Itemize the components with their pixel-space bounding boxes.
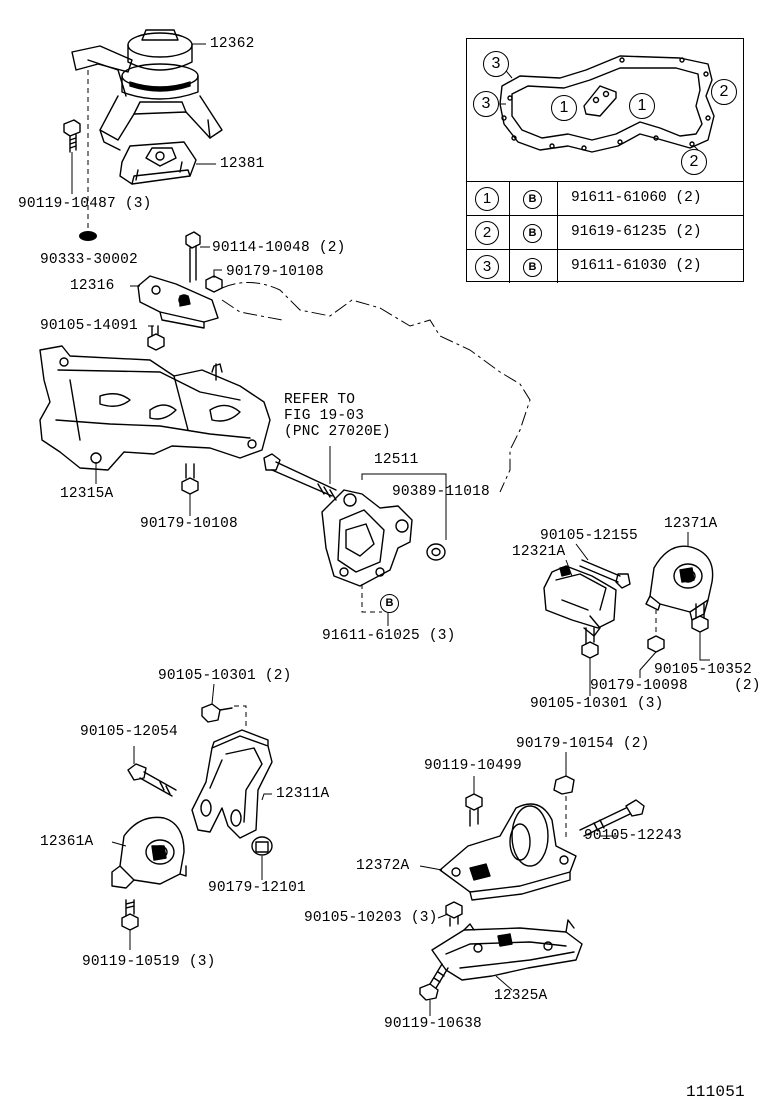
label-90105-14091: 90105-14091 [40, 318, 138, 334]
label-90105-12155: 90105-12155 [540, 528, 638, 544]
inset-marker-2-bottom: 2 [681, 149, 707, 175]
label-90105-10352-qty: (2) [734, 678, 760, 694]
inset-marker-3-left: 3 [473, 91, 499, 117]
bolt-90119-10638 [419, 963, 449, 1001]
label-90179-12101: 90179-12101 [208, 880, 306, 896]
label-12362: 12362 [210, 36, 255, 52]
bolt-90105-10301-left [201, 703, 233, 723]
plug-90333-30002 [79, 231, 97, 241]
nut-90179-10108-top [205, 275, 223, 293]
nut-90179-10098 [647, 635, 665, 653]
nut-90179-10154 [553, 775, 575, 795]
bolt-90119-10499 [465, 793, 483, 827]
bolt-90105-10301-right [581, 627, 599, 659]
engine-mount-12371A [645, 545, 714, 621]
diagram-id: 111051 [686, 1083, 745, 1101]
label-refer-pnc: (PNC 27020E) [284, 424, 391, 440]
legend-part-3: 91611-61030 (2) [571, 258, 702, 274]
engine-mount-12372A [439, 803, 577, 901]
label-90114-10048: 90114-10048 (2) [212, 240, 346, 256]
label-refer-to: REFER TO [284, 392, 356, 408]
label-12511: 12511 [374, 452, 419, 468]
label-90105-10301-right: 90105-10301 (3) [530, 696, 664, 712]
mount-bracket-12321A [543, 565, 617, 637]
bracket-12316 [137, 275, 219, 329]
label-90119-10499: 90119-10499 [424, 758, 522, 774]
mount-bracket-12381 [119, 141, 197, 185]
frame-bracket-12315A [39, 345, 271, 471]
inset-legend-box: 3 3 2 2 1 1 1 B 91611-61060 (2) 2 B 9161… [466, 38, 744, 283]
bolt-90105-12243 [579, 799, 645, 837]
label-90105-10352: 90105-10352 [654, 662, 752, 678]
label-12315A: 12315A [60, 486, 114, 502]
legend-ref-2: 2 [475, 221, 499, 245]
bolt-90105-10203 [445, 901, 463, 927]
inset-marker-1-left: 1 [551, 95, 577, 121]
legend-part-1: 91611-61060 (2) [571, 190, 702, 206]
label-90333-30002: 90333-30002 [40, 252, 138, 268]
nut-90179-10108-bottom [181, 463, 199, 495]
label-90105-12243: 90105-12243 [584, 828, 682, 844]
label-90179-10098: 90179-10098 [590, 678, 688, 694]
legend-part-2: 91619-61235 (2) [571, 224, 702, 240]
bolt-90105-10352 [691, 603, 709, 633]
label-12371A: 12371A [664, 516, 718, 532]
label-91611-61025: 91611-61025 (3) [322, 628, 456, 644]
legend-row-1: 1 B 91611-61060 (2) [467, 181, 743, 215]
leader-lines [71, 43, 710, 1016]
bolt-90105-12054 [127, 763, 177, 797]
inset-marker-1-right: 1 [629, 93, 655, 119]
mount-bracket-12511 [321, 489, 413, 587]
engine-mount-12361A [111, 816, 187, 889]
legend-ref-1: 1 [475, 187, 499, 211]
label-90105-12054: 90105-12054 [80, 724, 178, 740]
legend-bolt-symbol-1: B [523, 190, 542, 209]
label-12311A: 12311A [276, 786, 330, 802]
legend-bolt-symbol-2: B [523, 224, 542, 243]
nut-90179-12101 [251, 836, 273, 856]
inset-cover-plate [499, 55, 715, 153]
label-90119-10638: 90119-10638 [384, 1016, 482, 1032]
nut-90389-11018 [426, 543, 446, 561]
bracket-12325A [431, 919, 583, 981]
label-refer-fig: FIG 19-03 [284, 408, 365, 424]
engine-mount-12362 [71, 29, 223, 151]
legend-row-3: 3 B 91611-61030 (2) [467, 249, 743, 283]
inset-marker-3-top: 3 [483, 51, 509, 77]
label-12321A: 12321A [512, 544, 566, 560]
label-90119-10519: 90119-10519 (3) [82, 954, 216, 970]
bolt-90105-14091 [147, 325, 165, 351]
bracket-12311A [191, 729, 273, 839]
label-12372A: 12372A [356, 858, 410, 874]
bolt-90119-10519 [121, 899, 139, 931]
label-12361A: 12361A [40, 834, 94, 850]
label-12381: 12381 [220, 156, 265, 172]
bolt-90114-10048 [185, 231, 201, 283]
label-90105-10203: 90105-10203 (3) [304, 910, 438, 926]
bolt-90105-12155 [579, 559, 631, 589]
label-90119-10487: 90119-10487 (3) [18, 196, 152, 212]
legend-row-2: 2 B 91619-61235 (2) [467, 215, 743, 249]
label-12325A: 12325A [494, 988, 548, 1004]
label-90179-10108-top: 90179-10108 [226, 264, 324, 280]
legend-ref-3: 3 [475, 255, 499, 279]
bolt-90119-10487 [63, 119, 81, 153]
legend-bolt-symbol-3: B [523, 258, 542, 277]
through-bolt [263, 453, 337, 501]
label-90389-11018: 90389-11018 [392, 484, 490, 500]
label-90179-10154: 90179-10154 (2) [516, 736, 650, 752]
label-90179-10108-bottom: 90179-10108 [140, 516, 238, 532]
label-12316: 12316 [70, 278, 115, 294]
inset-marker-2-right: 2 [711, 79, 737, 105]
label-90105-10301-left: 90105-10301 (2) [158, 668, 292, 684]
bolt-symbol-b: B [380, 594, 399, 613]
